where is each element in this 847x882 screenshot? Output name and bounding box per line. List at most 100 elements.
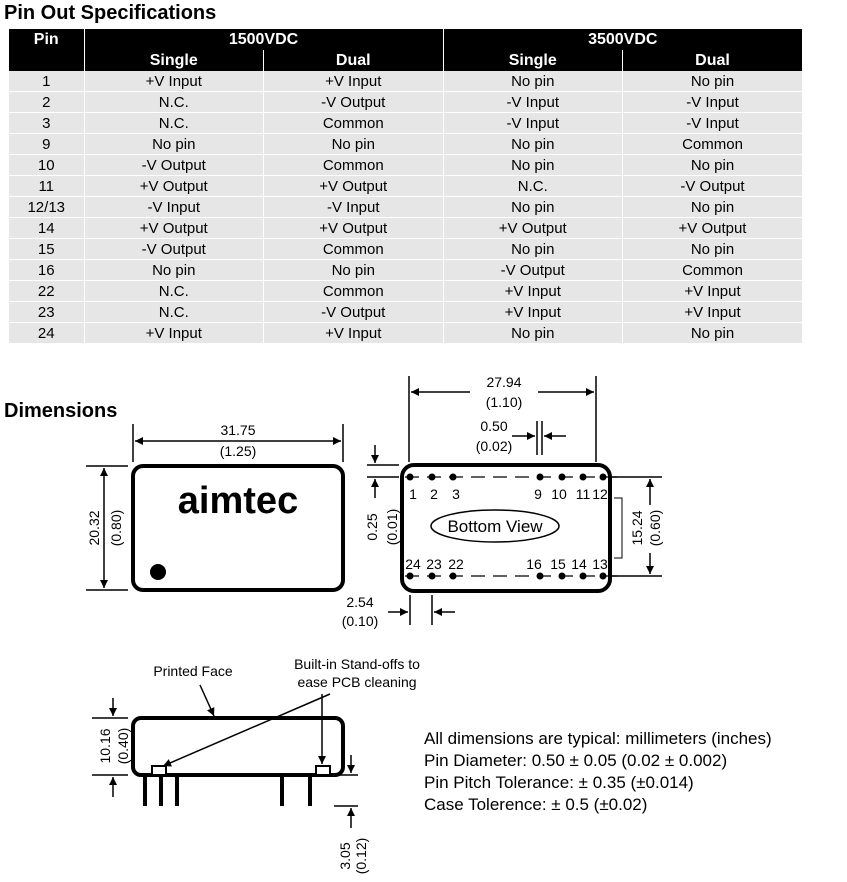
- pin-number-label: 13: [592, 556, 608, 572]
- cell-1500-single: +V Input: [84, 71, 264, 92]
- note-case-tolerance: Case Tolerence: ± 0.5 (±0.02): [424, 795, 648, 814]
- dimension-notes: All dimensions are typical: millimeters …: [424, 728, 772, 816]
- pin-dot: [449, 473, 457, 481]
- cell-3500-single: +V Output: [443, 217, 623, 239]
- pin-length-mm: 3.05: [337, 842, 353, 869]
- cell-1500-dual: +V Input: [263, 71, 444, 92]
- cell-pin: 9: [9, 133, 85, 155]
- cell-3500-dual: +V Output: [622, 217, 802, 239]
- cell-3500-dual: -V Input: [622, 112, 802, 134]
- header-3500-dual: Dual: [622, 50, 802, 71]
- cell-pin: 12/13: [9, 196, 85, 218]
- pin-number-label: 11: [576, 486, 591, 502]
- cell-1500-single: +V Output: [84, 217, 264, 239]
- cell-3500-dual: +V Input: [622, 280, 802, 302]
- dimensions-title: Dimensions: [4, 400, 118, 422]
- pin-number-label: 1: [409, 486, 417, 502]
- cell-1500-dual: -V Output: [263, 301, 444, 323]
- pinout-subheader-row: Single Dual Single Dual: [9, 50, 802, 71]
- standoffs-label-line1: Built-in Stand-offs to: [294, 656, 420, 672]
- cell-3500-single: No pin: [443, 133, 623, 155]
- standoffs-label-line2: ease PCB cleaning: [297, 674, 416, 690]
- cell-1500-single: -V Input: [84, 196, 264, 218]
- cell-3500-single: No pin: [443, 196, 623, 218]
- cell-3500-single: No pin: [443, 154, 623, 176]
- cell-3500-dual: Common: [622, 133, 802, 155]
- standoff-leader-left: [162, 693, 331, 767]
- cell-1500-dual: -V Output: [263, 91, 444, 113]
- cell-1500-single: N.C.: [84, 91, 264, 113]
- header-pin: Pin: [9, 29, 85, 50]
- pitch-in: (0.10): [342, 613, 379, 629]
- cell-pin: 2: [9, 91, 85, 113]
- cell-3500-single: No pin: [443, 322, 623, 344]
- note-pin-diameter: Pin Diameter: 0.50 ± 0.05 (0.02 ± 0.002): [424, 751, 728, 770]
- cell-1500-single: No pin: [84, 259, 264, 281]
- cell-1500-dual: Common: [263, 112, 444, 134]
- cell-pin: 14: [9, 217, 85, 239]
- pin-dot: [599, 572, 607, 580]
- cell-1500-single: -V Output: [84, 154, 264, 176]
- pin-number-label: 23: [426, 556, 442, 572]
- bottom-pin-row: [406, 572, 607, 580]
- pinout-header-row: Pin 1500VDC 3500VDC: [9, 29, 802, 50]
- pinout-table: Pin 1500VDC 3500VDC Single Dual Single D…: [9, 29, 802, 344]
- bottom-width-in: (1.10): [486, 394, 523, 410]
- cell-1500-dual: +V Output: [263, 217, 444, 239]
- side-height-mm: 10.16: [97, 728, 113, 763]
- cell-1500-dual: No pin: [263, 259, 444, 281]
- header-1500-single: Single: [84, 50, 264, 71]
- cell-1500-dual: Common: [263, 238, 444, 260]
- cell-pin: 23: [9, 301, 85, 323]
- case-top-outline: [131, 464, 345, 592]
- cell-3500-dual: No pin: [622, 322, 802, 344]
- bottom-width-label-bg: [470, 382, 538, 402]
- pin-dot: [599, 473, 607, 481]
- header-3500-single: Single: [443, 50, 623, 71]
- aimtec-logo: aimtec: [178, 480, 298, 522]
- header-1500vdc: 1500VDC: [84, 29, 444, 50]
- pin-dot: [536, 473, 544, 481]
- top-view: aimtec 31.75 (1.25) 20.32 (0.80): [86, 422, 345, 592]
- top-height-in: (0.80): [108, 510, 124, 547]
- note-pin-pitch-tolerance: Pin Pitch Tolerance: ± 0.35 (±0.014): [424, 773, 694, 792]
- pin-number-label: 3: [452, 486, 460, 502]
- cell-pin: 24: [9, 322, 85, 344]
- cell-pin: 16: [9, 259, 85, 281]
- cell-1500-single: No pin: [84, 133, 264, 155]
- pin-number-label: 22: [448, 556, 464, 572]
- note-typical-units: All dimensions are typical: millimeters …: [424, 729, 772, 748]
- edge-offset-in: (0.01): [384, 509, 400, 546]
- cell-1500-dual: No pin: [263, 133, 444, 155]
- pin-number-label: 14: [571, 556, 587, 572]
- cell-3500-single: +V Input: [443, 280, 623, 302]
- row-spacing-in: (0.60): [647, 510, 663, 547]
- bottom-view-ellipse: [430, 509, 560, 543]
- side-view: Printed Face Built-in Stand-offs to ease…: [92, 656, 420, 874]
- top-pin-row: [406, 473, 607, 481]
- cell-3500-single: +V Input: [443, 301, 623, 323]
- pin-width-mm: 0.50: [480, 418, 507, 434]
- pin-dot: [558, 473, 566, 481]
- pin-dot: [558, 572, 566, 580]
- pin-number-label: 10: [551, 486, 567, 502]
- cell-1500-single: N.C.: [84, 301, 264, 323]
- cell-1500-dual: Common: [263, 154, 444, 176]
- cell-3500-single: -V Input: [443, 112, 623, 134]
- cell-3500-dual: No pin: [622, 154, 802, 176]
- header-1500-dual: Dual: [263, 50, 444, 71]
- pin-dot: [449, 572, 457, 580]
- top-height-mm: 20.32: [86, 510, 102, 545]
- cell-3500-dual: -V Output: [622, 175, 802, 197]
